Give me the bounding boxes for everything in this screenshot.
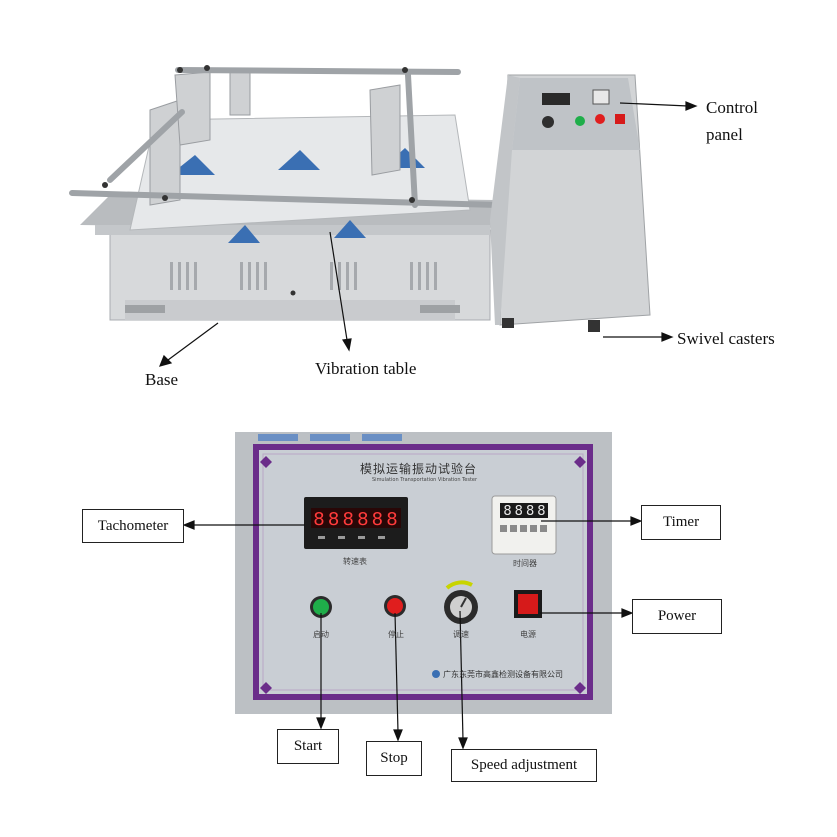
stop-button-photo [384, 595, 406, 617]
panel-title-cn: 模拟运输振动试验台 [360, 462, 478, 476]
speed-adjustment-label-box: Speed adjustment [451, 749, 597, 782]
tachometer-digit: 8 [342, 509, 353, 530]
timer-digit: 8 [503, 504, 511, 519]
control-cabinet [490, 74, 651, 332]
start-label-box: Start [277, 729, 339, 764]
tachometer-digit: 8 [328, 509, 339, 530]
speed-knob-photo [444, 580, 478, 624]
timer-digit: 8 [537, 504, 545, 519]
base-label: Base [145, 370, 179, 389]
timer-digit: 8 [515, 504, 523, 519]
power-label-box: Power [632, 599, 722, 634]
stop-caption: 停止 [388, 630, 404, 639]
control-panel-label: Control panel [706, 97, 758, 146]
tachometer-label-box: Tachometer [82, 509, 184, 543]
vibration-table-label: Vibration table [315, 359, 417, 378]
swivel-casters-label: Swivel casters [677, 329, 775, 348]
tachometer-digit: 8 [386, 509, 397, 530]
tachometer-caption: 转速表 [343, 557, 367, 566]
timer-label-box: Timer [641, 505, 721, 540]
timer-digit: 8 [526, 504, 534, 519]
speed-caption: 调速 [453, 630, 469, 639]
vibration-tester-machine [69, 65, 698, 367]
power-caption: 电源 [520, 630, 536, 639]
top-leader-arrows [158, 101, 698, 367]
stop-label-box: Stop [366, 741, 422, 776]
tachometer-digit: 8 [372, 509, 383, 530]
panel-title-en: Simulation Transportation Vibration Test… [372, 477, 478, 483]
start-button-photo [310, 596, 332, 618]
manufacturer-caption: 广东东莞市高鑫检测设备有限公司 [443, 670, 563, 679]
bottom-leader-arrows [182, 516, 643, 750]
table-rails [69, 67, 501, 208]
start-caption: 启动 [313, 630, 329, 639]
timer-caption: 时间器 [513, 559, 537, 568]
tachometer-digit: 8 [313, 509, 324, 530]
control-panel-label-line2: panel [706, 125, 743, 145]
power-switch-photo [514, 590, 542, 618]
control-panel-label-line1: Control [706, 98, 758, 117]
tachometer-digit: 8 [357, 509, 368, 530]
table-fixtures [149, 69, 401, 206]
